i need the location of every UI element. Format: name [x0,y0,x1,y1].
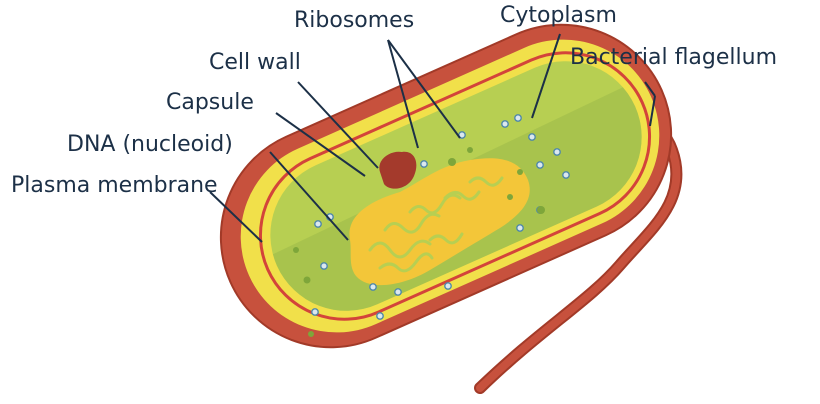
label-ribosomes: Ribosomes [294,8,415,33]
label-cell-wall: Cell wall [209,50,301,75]
label-bacterial-flagellum: Bacterial flagellum [570,45,778,70]
granule-dots [293,147,545,337]
leader-lines [209,33,656,243]
label-plasma-membrane: Plasma membrane [11,173,218,198]
label-dna-nucleoid: DNA (nucleoid) [67,132,233,157]
nucleoid-strands [368,176,504,273]
inclusion-body [379,151,417,189]
label-cytoplasm: Cytoplasm [500,3,617,28]
label-capsule: Capsule [166,90,254,115]
